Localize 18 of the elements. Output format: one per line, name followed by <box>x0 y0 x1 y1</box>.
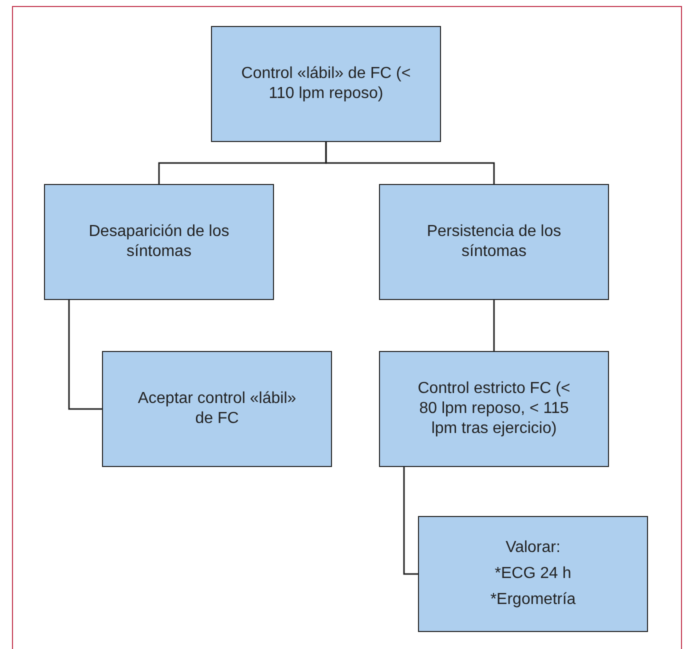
connector-line <box>403 467 418 575</box>
box-text: Aceptar control «lábil» de FC <box>136 389 298 429</box>
box-text: *Ergometría <box>490 590 576 610</box>
process-box <box>102 351 332 467</box>
process-box <box>379 351 609 467</box>
connector-line <box>325 142 495 184</box>
box-text: Control «lábil» de FC (< 110 lpm reposo) <box>240 64 412 104</box>
connector-line <box>68 300 102 410</box>
box-text: Valorar: <box>506 538 560 558</box>
process-box <box>418 516 648 632</box>
box-text: Control estricto FC (< 80 lpm reposo, < 115 lpm tras ejercicio) <box>416 379 572 439</box>
box-text: *ECG 24 h <box>494 564 572 584</box>
box-text: Persistencia de los síntomas <box>426 222 562 262</box>
process-box <box>379 184 609 300</box>
process-box <box>44 184 274 300</box>
connector-line <box>493 300 495 351</box>
box-text: Desaparición de los síntomas <box>88 222 230 262</box>
process-box <box>211 26 441 142</box>
